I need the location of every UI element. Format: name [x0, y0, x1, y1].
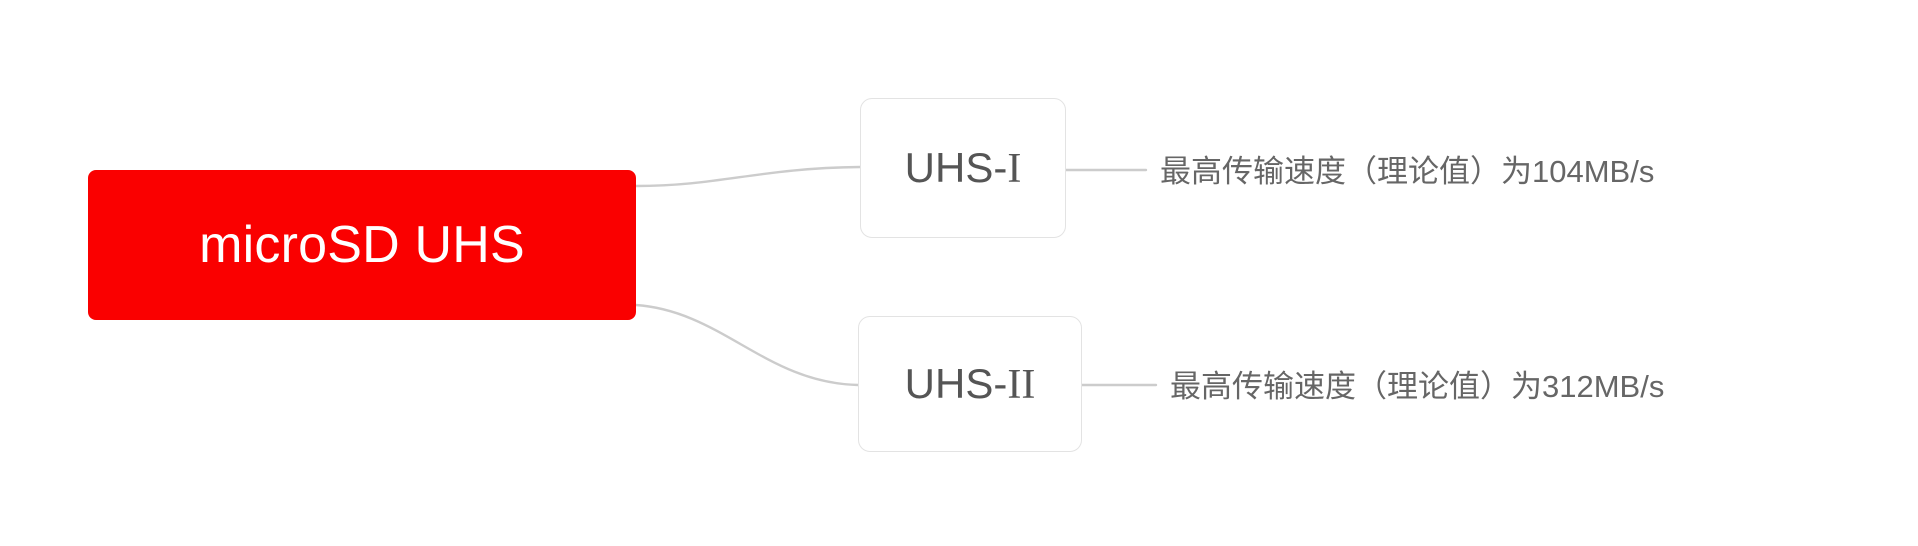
root-node-label: microSD UHS [199, 216, 525, 274]
branch-label-roman: II [1007, 361, 1036, 408]
branch-label-prefix: UHS- [904, 359, 1008, 407]
branch-node-uhs-1-label: UHS-I [904, 143, 1022, 192]
leaf-label-uhs-2[interactable]: 最高传输速度（理论值）为312MB/s [1170, 369, 1665, 404]
branch-label-prefix: UHS- [904, 143, 1008, 191]
branch-node-uhs-2-label: UHS-II [904, 359, 1036, 408]
branch-label-roman: I [1007, 145, 1022, 192]
leaf-label-uhs-1[interactable]: 最高传输速度（理论值）为104MB/s [1160, 154, 1655, 189]
connector-root-to-uhs1 [634, 165, 862, 188]
branch-node-uhs-2[interactable]: UHS-II [858, 316, 1082, 452]
connector-root-to-uhs2 [634, 303, 860, 387]
root-node-microsd-uhs[interactable]: microSD UHS [88, 170, 636, 320]
branch-node-uhs-1[interactable]: UHS-I [860, 98, 1066, 238]
